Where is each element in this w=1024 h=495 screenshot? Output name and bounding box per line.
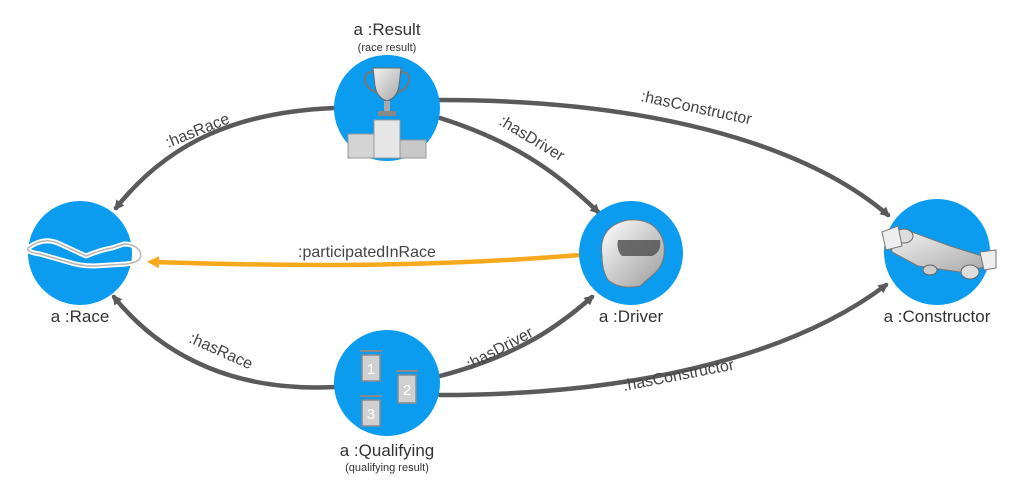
node-driver-label: a :Driver [599,307,664,326]
race-car-icon [881,225,997,280]
node-qualifying-sublabel: (qualifying result) [345,462,429,474]
node-result: a :Result (race result) [334,20,440,161]
edge-driver-participatedinrace [147,252,583,269]
edge-result-hasrace [113,105,337,211]
trophy-podium-icon [347,67,427,159]
race-track-icon [25,238,144,269]
edge-label-result-hasconstructor: :hasConstructor [639,88,754,128]
node-driver: a :Driver [579,201,683,326]
edge-qualifying-hasconstructor [437,282,889,398]
node-race-label: a :Race [51,307,110,326]
edge-qualifying-hasdriver [437,294,595,379]
edge-qualifying-hasrace [111,294,338,390]
edge-label-qualifying-hasconstructor: :hasConstructor [622,357,737,395]
grid-position-3: 3 [367,406,375,423]
node-qualifying-label: a :Qualifying [340,441,435,460]
helmet-icon [601,219,665,288]
node-result-sublabel: (race result) [358,42,417,54]
node-race: a :Race [25,201,144,326]
grid-position-1: 1 [367,361,375,378]
node-qualifying-circle [334,330,440,436]
edge-label-participatedinrace: :participatedInRace [298,244,436,261]
node-constructor-label: a :Constructor [884,307,991,326]
node-result-label: a :Result [353,20,420,39]
node-qualifying: 1 2 3 a :Qualifying (qualifying result) [334,330,440,474]
qualifying-grid-icon: 1 2 3 [360,350,418,427]
edge-result-hasdriver [437,115,601,215]
node-constructor: a :Constructor [881,199,997,326]
edge-label-qualifying-hasrace: :hasRace [186,330,255,373]
edge-label-qualifying-hasdriver: :hasDriver [464,324,537,374]
edge-result-hasconstructor [437,97,891,218]
grid-position-2: 2 [403,382,411,399]
